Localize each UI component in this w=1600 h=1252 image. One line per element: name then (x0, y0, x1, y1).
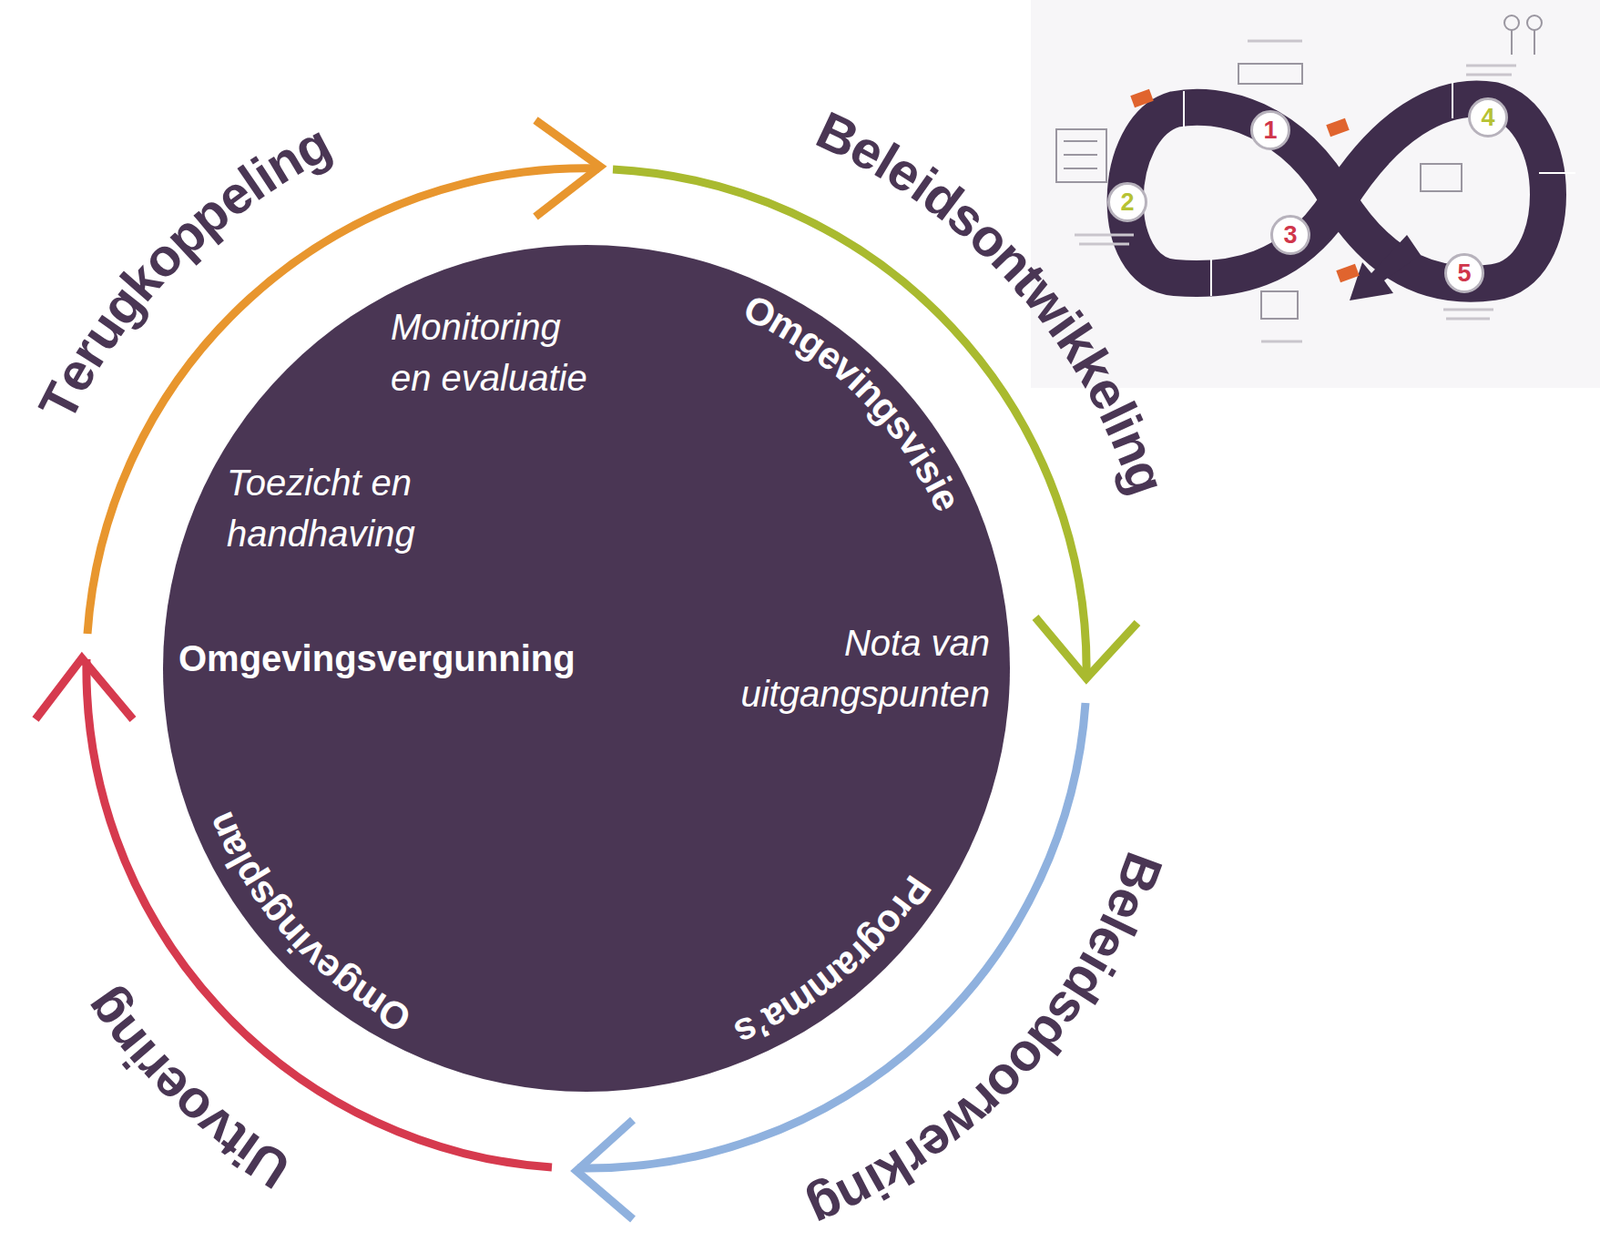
phase-label: Terugkoppeling (27, 112, 345, 434)
arrow-head (576, 1120, 633, 1220)
illustration-arrow (1349, 234, 1421, 301)
callout-number: 3 (1283, 221, 1297, 250)
phase-label: Uitvoering (72, 977, 301, 1198)
infinity-road (1125, 98, 1549, 284)
tags (1130, 89, 1359, 284)
arrow-head (1035, 617, 1138, 679)
step-badge: 1 (1250, 110, 1291, 151)
pictograms (1056, 15, 1542, 319)
phase-label: Beleidsontwikkeling (805, 101, 1178, 510)
curved-stage-text: Programma’s (723, 866, 938, 1055)
callout-number: 4 (1480, 103, 1495, 133)
stage-text: Nota van uitgangspunten (725, 617, 990, 720)
illustration-background (1030, 0, 1600, 388)
stage-text: Toezicht en handhaving (226, 457, 432, 560)
callout-number: 1 (1263, 116, 1277, 145)
infinity-illustration (1030, 0, 1600, 388)
arrow-head (535, 120, 601, 217)
stage-text: Omgevingsvergunning (178, 632, 607, 684)
step-badge: 5 (1444, 253, 1485, 294)
curved-stage-text: Omgevingsplan (199, 801, 419, 1039)
callout-number: 5 (1457, 259, 1471, 288)
road-dividers (1183, 81, 1576, 296)
step-badge: 2 (1107, 182, 1148, 223)
stage-text: Monitoring en evaluatie (390, 301, 605, 404)
callout-number: 2 (1120, 188, 1134, 217)
illegible-notes (1074, 40, 1517, 342)
step-badge: 4 (1467, 97, 1509, 138)
arrow-head (35, 658, 133, 720)
cycle-circle: Monitoring en evaluatieToezicht en handh… (163, 244, 1010, 1092)
step-badge: 3 (1270, 214, 1311, 255)
curved-stage-text: Omgevingsvisie (735, 288, 969, 523)
phase-label: Beleidsdoorwerking (794, 840, 1172, 1240)
